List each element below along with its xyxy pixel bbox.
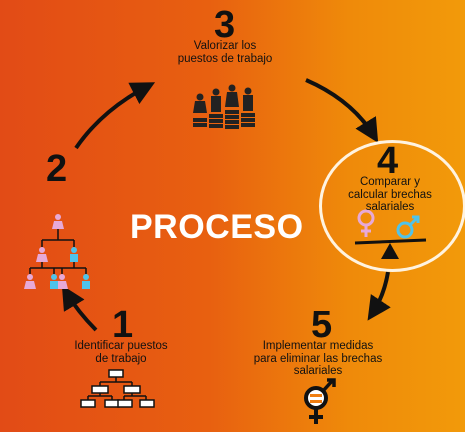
step-1-number: 1 bbox=[112, 304, 134, 346]
org-chart-icon bbox=[80, 369, 155, 408]
step-1-label: Identificar puestos de trabajo bbox=[74, 340, 168, 365]
gender-hierarchy-icon bbox=[24, 214, 90, 289]
arrow-1-to-2 bbox=[61, 285, 98, 332]
step-3-number: 3 bbox=[214, 4, 236, 46]
arrow-4-to-5 bbox=[367, 271, 391, 321]
gender-equality-icon bbox=[304, 378, 336, 424]
people-on-coin-stacks-icon bbox=[193, 84, 255, 129]
step-5-number: 5 bbox=[311, 304, 333, 346]
diagram-title: PROCESO bbox=[130, 208, 304, 246]
arrow-3-to-4 bbox=[305, 78, 379, 143]
step-4-highlight-ring bbox=[319, 140, 465, 272]
step-4-number: 4 bbox=[377, 140, 399, 182]
step-2-number: 2 bbox=[46, 148, 68, 190]
step-4-label: Comparar y calcular brechas salariales bbox=[348, 176, 432, 213]
step-3-label: Valorizar los puestos de trabajo bbox=[177, 40, 273, 65]
step-5-label: Implementar medidas para eliminar las br… bbox=[253, 340, 383, 377]
arrow-2-to-3 bbox=[74, 82, 156, 150]
